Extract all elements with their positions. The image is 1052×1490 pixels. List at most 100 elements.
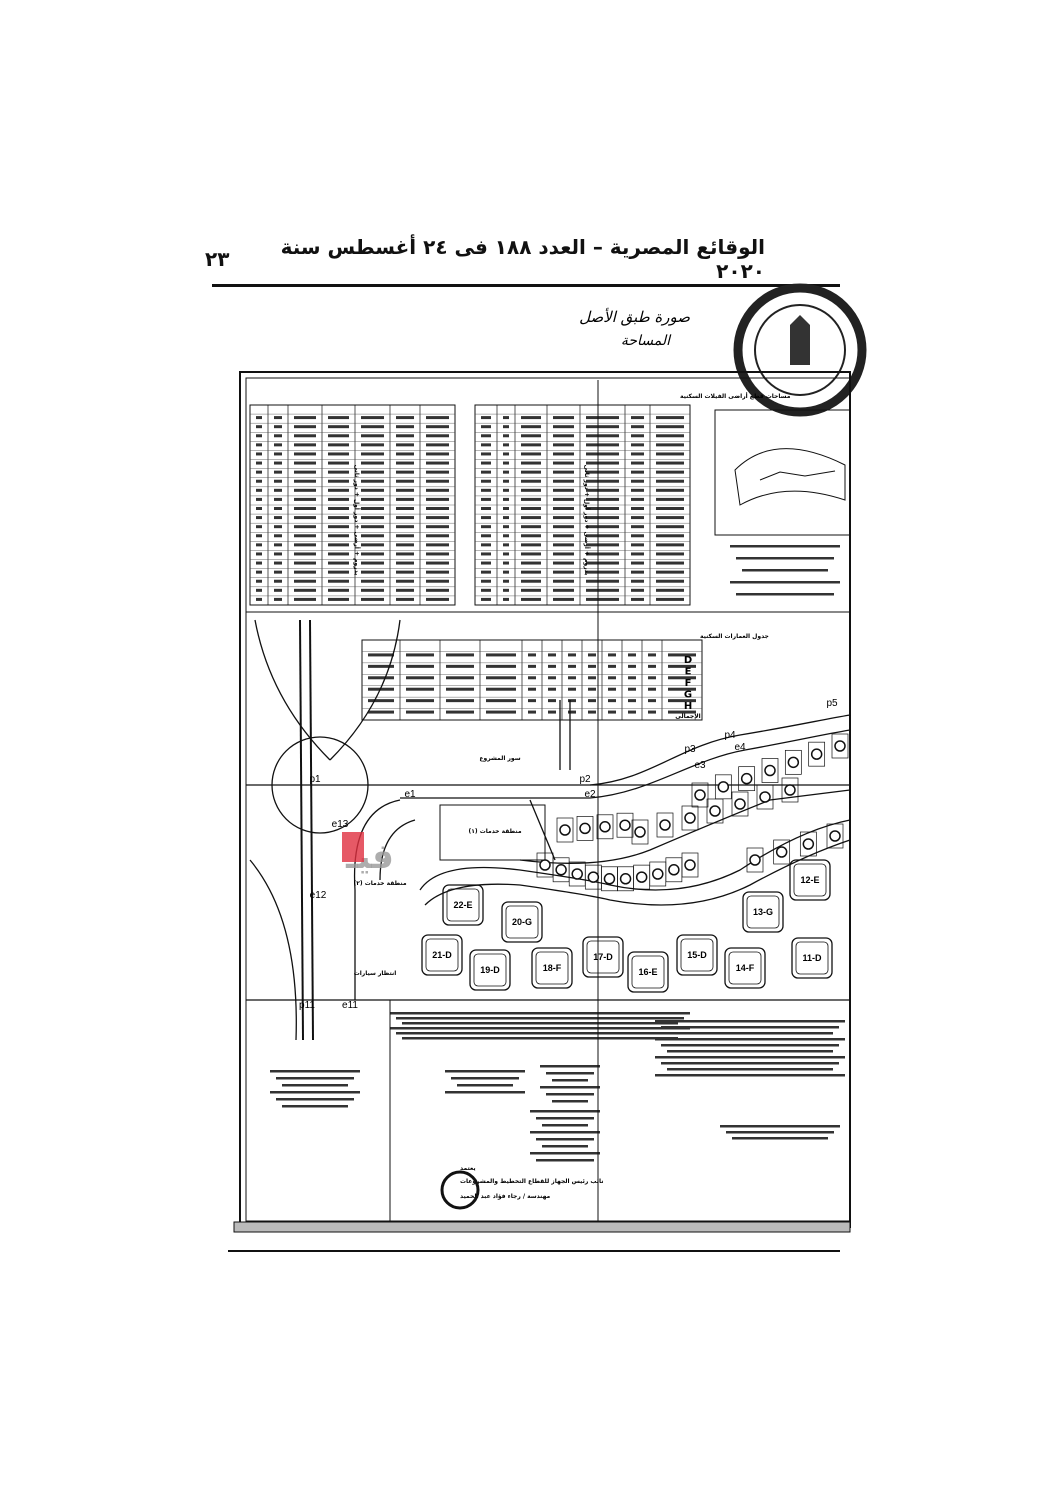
villa-marker bbox=[709, 805, 721, 817]
building-label-21-D: 21-D bbox=[432, 950, 452, 960]
building-type-H: H bbox=[684, 701, 692, 712]
villa-marker bbox=[787, 756, 800, 769]
note-line bbox=[536, 1159, 594, 1162]
note-line bbox=[445, 1070, 525, 1073]
note-line bbox=[667, 1032, 833, 1035]
note-line bbox=[546, 1072, 594, 1075]
note-line bbox=[655, 1038, 845, 1041]
table-border bbox=[361, 639, 703, 721]
building-label-17-D: 17-D bbox=[593, 952, 613, 962]
note-line bbox=[276, 1077, 354, 1080]
building-label-20-G: 20-G bbox=[512, 917, 532, 927]
building-type-G: G bbox=[684, 690, 692, 701]
note-line bbox=[736, 557, 834, 560]
note-line bbox=[730, 581, 840, 584]
note-line bbox=[661, 1026, 839, 1029]
building-outline bbox=[742, 891, 784, 933]
point-p5: p5 bbox=[826, 698, 838, 709]
villa-marker bbox=[599, 821, 611, 833]
villa-marker bbox=[579, 822, 591, 835]
note-line bbox=[402, 1022, 678, 1025]
villa-plot bbox=[656, 812, 674, 838]
villa-plot bbox=[681, 852, 699, 878]
title-strip bbox=[233, 1221, 851, 1233]
villa-marker bbox=[587, 871, 600, 883]
official-seal bbox=[733, 283, 867, 417]
note-line bbox=[732, 1137, 828, 1140]
key-map-inset bbox=[714, 409, 851, 536]
villa-plot bbox=[691, 782, 709, 808]
note-line bbox=[270, 1091, 360, 1094]
building-label-13-G: 13-G bbox=[753, 907, 773, 917]
note-line bbox=[546, 1093, 594, 1096]
villa-plot bbox=[631, 819, 649, 845]
building-outline bbox=[442, 884, 484, 926]
villa-plot bbox=[831, 733, 849, 759]
point-e4: e4 bbox=[734, 742, 746, 753]
note-line bbox=[536, 1117, 594, 1120]
building-outline bbox=[791, 937, 833, 979]
villa-marker bbox=[539, 859, 551, 871]
approval-name: مهندسة / رجاء فؤاد عبد الحميد bbox=[460, 1193, 551, 1200]
building-outline bbox=[531, 947, 573, 989]
note-line bbox=[661, 1044, 839, 1047]
header-rule bbox=[212, 284, 840, 287]
villa-marker bbox=[659, 819, 671, 831]
building-type-E: E bbox=[685, 667, 692, 678]
villa-marker bbox=[759, 791, 771, 803]
note-line bbox=[661, 1062, 839, 1065]
parking-label: انتظار سيارات bbox=[354, 970, 397, 977]
vito-watermark-logo: فيـ bbox=[342, 832, 394, 877]
villa-marker bbox=[652, 868, 664, 880]
point-e13: e13 bbox=[332, 819, 349, 830]
note-line bbox=[536, 1138, 594, 1141]
villa-marker bbox=[810, 748, 823, 760]
villa-plot bbox=[761, 758, 779, 783]
building-outline bbox=[789, 859, 831, 901]
note-line bbox=[530, 1110, 600, 1113]
building-outline bbox=[627, 951, 669, 993]
villa-plot bbox=[556, 817, 574, 843]
buildings-table-title: جدول العمارات السكنية bbox=[700, 633, 769, 640]
point-p2: p2 bbox=[579, 774, 591, 785]
villa-marker bbox=[555, 864, 567, 876]
point-e3: e3 bbox=[694, 760, 706, 771]
note-line bbox=[736, 593, 834, 596]
lots-table-title: مساحات قطع أراضى الفيلات السكنية bbox=[680, 392, 791, 400]
building-label-19-D: 19-D bbox=[480, 965, 500, 975]
point-p1: p1 bbox=[309, 774, 321, 785]
note-line bbox=[390, 1027, 690, 1030]
page-number: ٢٣ bbox=[205, 247, 230, 271]
handwritten-note-line2: المساحة bbox=[621, 333, 672, 349]
note-line bbox=[720, 1125, 840, 1128]
note-line bbox=[451, 1077, 519, 1080]
note-line bbox=[530, 1152, 600, 1155]
lots-table-right bbox=[474, 404, 691, 606]
villa-marker bbox=[749, 854, 761, 866]
note-line bbox=[457, 1084, 513, 1087]
note-line bbox=[282, 1105, 348, 1108]
building-label-15-D: 15-D bbox=[687, 950, 707, 960]
building-label-22-E: 22-E bbox=[453, 900, 472, 910]
villa-marker bbox=[619, 819, 631, 831]
note-line bbox=[445, 1091, 525, 1094]
note-line bbox=[667, 1050, 833, 1053]
note-line bbox=[402, 1037, 678, 1040]
villa-plot bbox=[808, 741, 826, 767]
villa-plot bbox=[681, 805, 699, 831]
lots-table-left bbox=[249, 404, 456, 606]
point-p11: p11 bbox=[299, 1000, 315, 1011]
approval-stamp bbox=[440, 1170, 480, 1210]
point-e12: e12 bbox=[310, 890, 327, 901]
eagle-emblem-icon bbox=[790, 315, 810, 365]
building-label-18-F: 18-F bbox=[543, 963, 562, 973]
building-label-14-F: 14-F bbox=[736, 963, 755, 973]
villa-plot bbox=[616, 812, 634, 838]
villa-plot bbox=[596, 814, 614, 840]
villa-marker bbox=[684, 859, 696, 871]
approval-title: نائب رئيس الجهاز للقطاع التخطيط والمشروع… bbox=[460, 1178, 604, 1185]
note-line bbox=[540, 1086, 600, 1089]
lots-table-note-right: بدروم + أرضى + دور أول + دور ثانى bbox=[583, 465, 591, 576]
